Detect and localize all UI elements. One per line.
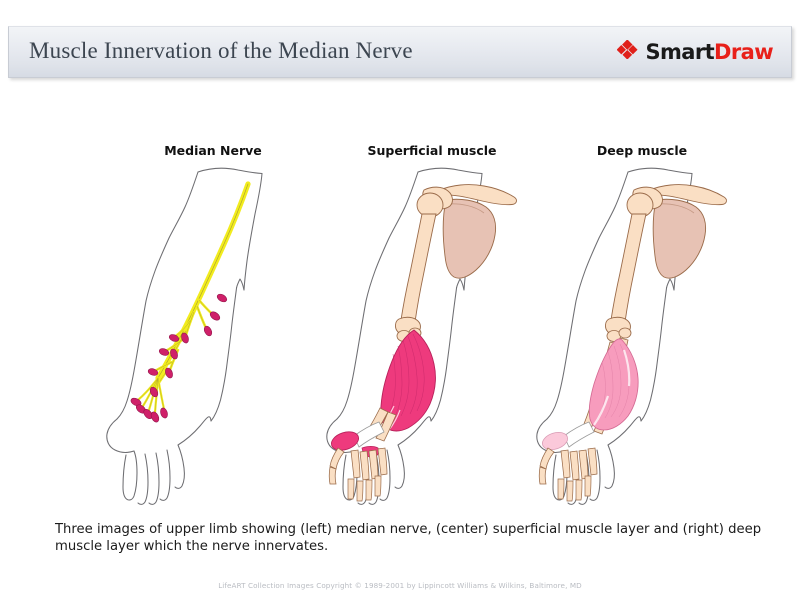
figure-caption: Three images of upper limb showing (left… [55,522,762,554]
figure-deep-muscle [528,160,758,505]
page-title: Muscle Innervation of the Median Nerve [29,38,413,63]
figure-heading-superficial-muscle: Superficial muscle [367,143,497,158]
logo-text-smart: Smart [645,40,715,64]
figure-superficial-muscle [318,160,548,505]
figure-median-nerve [98,160,328,505]
figure-heading-deep-muscle: Deep muscle [596,143,688,158]
smartdraw-logo[interactable]: SmartDraw [617,39,774,64]
figure-heading-median-nerve: Median Nerve [164,143,262,158]
smartdraw-logo-text: SmartDraw [645,40,773,64]
logo-text-draw: Draw [714,40,774,64]
copyright-credit: LifeART Collection Images Copyright © 19… [218,581,582,590]
smartdraw-diamond-icon [617,39,639,64]
header-bar: Muscle Innervation of the Median Nerve S… [8,26,792,78]
